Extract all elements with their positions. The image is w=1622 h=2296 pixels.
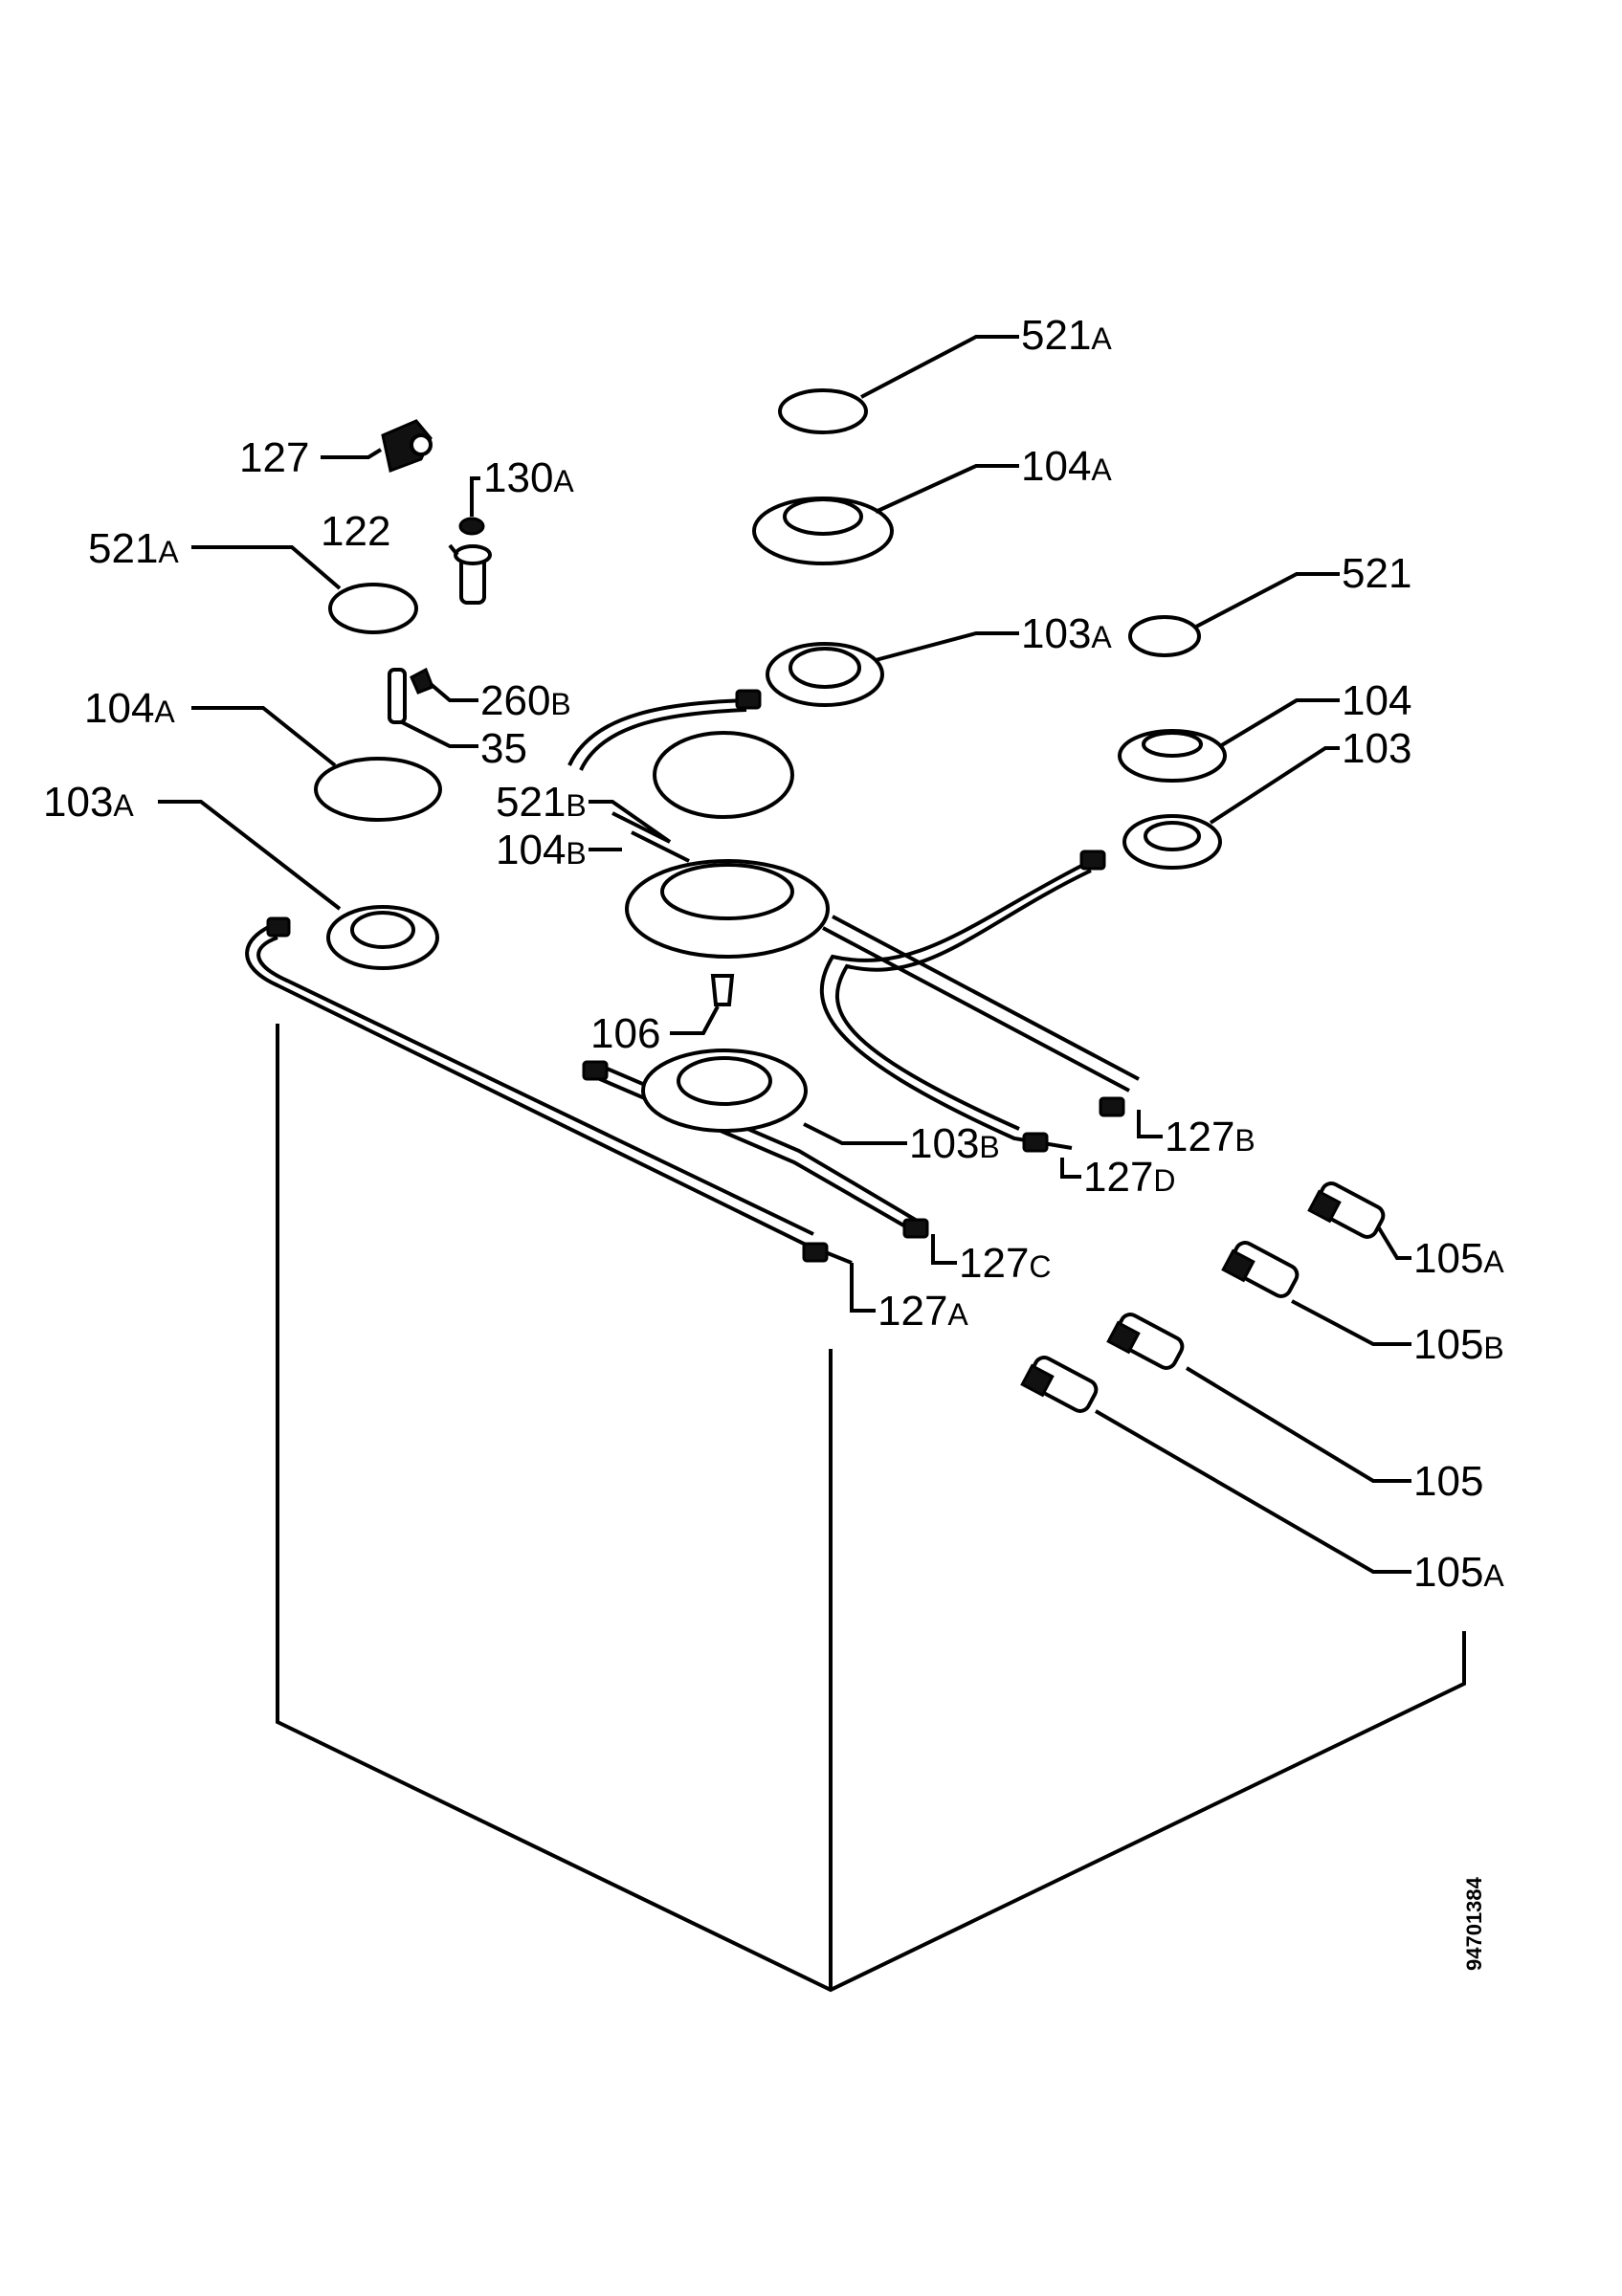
gas-taps bbox=[1020, 1181, 1386, 1413]
label-35: 35 bbox=[480, 725, 527, 772]
injector-106 bbox=[710, 974, 735, 1006]
cooker-body-outline bbox=[276, 1024, 1466, 1993]
cap-521b bbox=[653, 731, 794, 819]
label-127b: 127B bbox=[1165, 1114, 1255, 1160]
label-127: 127 bbox=[239, 434, 309, 481]
label-260b: 260B bbox=[480, 677, 571, 724]
label-105b: 105B bbox=[1413, 1321, 1504, 1368]
label-122: 122 bbox=[321, 508, 390, 555]
burner-heads bbox=[314, 497, 1227, 959]
burner-caps bbox=[328, 388, 1201, 819]
drawing-code: 94701384 bbox=[1462, 1876, 1486, 1971]
head-104a-left bbox=[314, 757, 442, 822]
label-521: 521 bbox=[1342, 550, 1411, 597]
label-130a: 130A bbox=[483, 454, 574, 501]
label-105a-upper: 105A bbox=[1413, 1235, 1504, 1282]
label-103b: 103B bbox=[909, 1120, 1000, 1167]
label-104: 104 bbox=[1342, 677, 1411, 724]
label-521a-top: 521A bbox=[1021, 312, 1112, 359]
label-106: 106 bbox=[590, 1010, 660, 1057]
label-103a-left: 103A bbox=[43, 779, 134, 826]
burner-bodies bbox=[326, 642, 1222, 1133]
electrode-35 bbox=[388, 668, 407, 724]
label-103a-top: 103A bbox=[1021, 610, 1112, 657]
part-labels: 521A 127 130A 104A 122 521A 521 103A 260… bbox=[43, 312, 1504, 1596]
pipe-nuts bbox=[266, 689, 1125, 1263]
cap-521 bbox=[1128, 615, 1201, 657]
leader-lines bbox=[158, 335, 1411, 1574]
tap-105a-lower bbox=[1020, 1356, 1099, 1413]
label-104b: 104B bbox=[496, 827, 587, 873]
label-127c: 127C bbox=[959, 1240, 1052, 1287]
tap-105 bbox=[1106, 1313, 1185, 1370]
label-105a-lower: 105A bbox=[1413, 1549, 1504, 1596]
label-127a: 127A bbox=[878, 1288, 968, 1335]
label-105: 105 bbox=[1413, 1458, 1483, 1505]
label-521b: 521B bbox=[496, 779, 587, 826]
label-104a-top: 104A bbox=[1021, 443, 1112, 490]
clip-260b bbox=[410, 667, 434, 695]
label-521a-left: 521A bbox=[88, 525, 179, 572]
label-104a-left: 104A bbox=[84, 685, 175, 732]
label-103: 103 bbox=[1342, 725, 1411, 772]
nut-130a bbox=[458, 517, 485, 536]
cap-521a-left bbox=[328, 583, 418, 634]
tap-105a-upper bbox=[1307, 1181, 1386, 1239]
tap-105b bbox=[1221, 1241, 1300, 1298]
label-127d: 127D bbox=[1083, 1154, 1176, 1201]
cap-521a-top bbox=[778, 388, 868, 434]
